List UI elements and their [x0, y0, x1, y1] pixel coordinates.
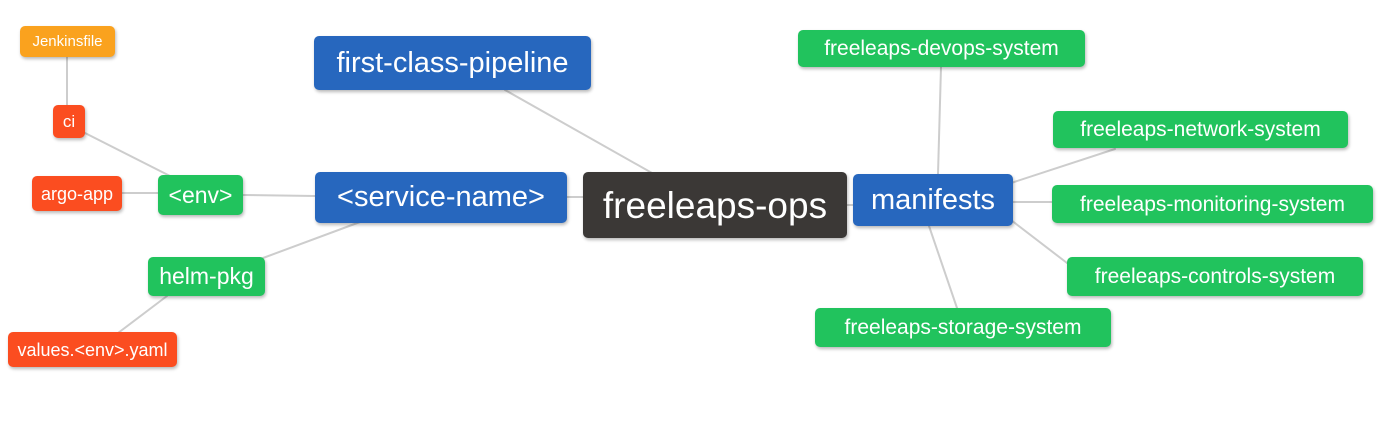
edge-env-to-service-name: [242, 194, 316, 197]
node-freeleaps-ops[interactable]: freeleaps-ops: [583, 172, 847, 238]
node-freeleaps-monitoring-system[interactable]: freeleaps-monitoring-system: [1052, 185, 1373, 223]
node-freeleaps-devops-system[interactable]: freeleaps-devops-system: [798, 30, 1085, 67]
node-freeleaps-storage-system[interactable]: freeleaps-storage-system: [815, 308, 1111, 347]
node-manifests[interactable]: manifests: [853, 174, 1013, 226]
node-values-env-yaml[interactable]: values.<env>.yaml: [8, 332, 177, 367]
node-ci[interactable]: ci: [53, 105, 85, 138]
node-helm-pkg[interactable]: helm-pkg: [148, 257, 265, 296]
node-service-name[interactable]: <service-name>: [315, 172, 567, 223]
edge-helm-pkg-to-service-name: [262, 221, 361, 259]
node-freeleaps-controls-system[interactable]: freeleaps-controls-system: [1067, 257, 1363, 296]
node-env[interactable]: <env>: [158, 175, 243, 215]
edge-ci-to-env: [84, 132, 173, 178]
node-jenkinsfile[interactable]: Jenkinsfile: [20, 26, 115, 57]
edge-helm-pkg-to-values-env-yaml: [117, 295, 168, 334]
edge-manifests-to-freeleaps-devops-system: [937, 66, 942, 175]
node-first-class-pipeline[interactable]: first-class-pipeline: [314, 36, 591, 90]
node-argo-app[interactable]: argo-app: [32, 176, 122, 211]
edge-manifests-to-freeleaps-storage-system: [928, 225, 958, 309]
edge-first-class-pipeline-to-freeleaps-ops: [504, 89, 653, 174]
node-freeleaps-network-system[interactable]: freeleaps-network-system: [1053, 111, 1348, 148]
edge-manifests-to-freeleaps-controls-system: [1010, 219, 1068, 264]
edge-manifests-to-freeleaps-network-system: [1010, 148, 1116, 184]
